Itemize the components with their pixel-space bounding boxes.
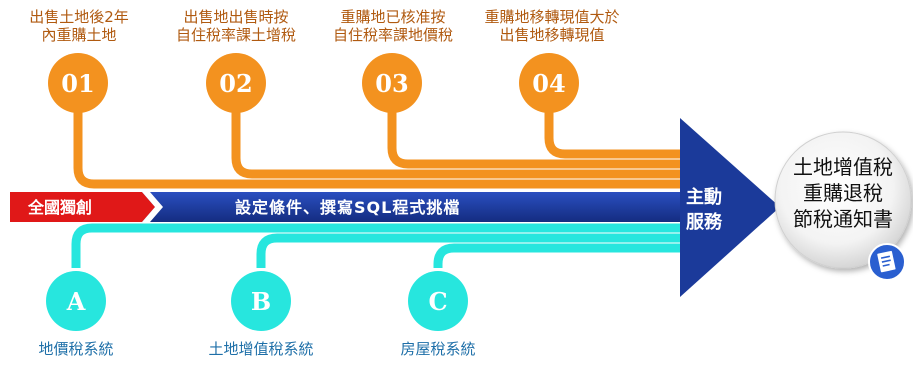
step-caption-04-line-2: 出售地移轉現值 <box>499 26 605 44</box>
step-caption-04-line-1: 重購地移轉現值大於 <box>484 8 620 26</box>
step-caption-02: 出售地出售時按 自住稅率課土增稅 <box>168 8 304 44</box>
feeder-line-03 <box>387 98 690 169</box>
source-circle-c: C <box>408 271 468 331</box>
source-circle-a-label: A <box>66 287 86 316</box>
step-circle-01-label: 01 <box>61 69 94 98</box>
step-circle-04: 04 <box>519 53 579 113</box>
step-circle-03-label: 03 <box>375 69 408 98</box>
source-circle-b-label: B <box>251 287 271 316</box>
banner-band <box>140 192 685 222</box>
orange-feeder-lines <box>73 98 690 189</box>
step-circle-02: 02 <box>206 53 266 113</box>
step-caption-01-line-1: 出售土地後2年 <box>29 8 129 26</box>
source-label-b: 土地增值稅系統 <box>208 340 314 358</box>
feeder-line-04 <box>544 98 690 159</box>
step-circle-04-label: 04 <box>532 69 565 98</box>
feeder-line-c <box>433 243 690 268</box>
feeder-line-01 <box>73 98 690 189</box>
document-icon <box>868 243 906 281</box>
source-circle-a: A <box>46 271 106 331</box>
source-circle-b: B <box>231 271 291 331</box>
feeder-line-a <box>71 223 690 268</box>
step-caption-03-line-1: 重購地已核准按 <box>340 8 446 26</box>
source-label-c: 房屋稅系統 <box>400 340 476 358</box>
banner-tag-edge <box>142 192 163 222</box>
step-caption-03-line-2: 自住稅率課地價稅 <box>332 26 453 44</box>
banner-tag-text: 全國獨創 <box>27 198 92 217</box>
source-label-a: 地價稅系統 <box>38 340 114 358</box>
teal-feeder-lines <box>71 223 690 268</box>
result-line-2: 重購退稅 <box>803 181 883 205</box>
feeder-line-02 <box>231 98 690 179</box>
step-caption-01-line-2: 內重購土地 <box>41 26 117 44</box>
step-caption-01: 出售土地後2年 內重購土地 <box>24 8 134 44</box>
step-caption-03: 重購地已核准按 自住稅率課地價稅 <box>325 8 461 44</box>
step-caption-04: 重購地移轉現值大於 出售地移轉現值 <box>474 8 630 44</box>
source-circle-c-label: C <box>428 287 447 316</box>
banner-tag <box>10 192 155 222</box>
arrow-label-line-2: 服務 <box>686 211 723 233</box>
result-line-1: 土地增值稅 <box>793 155 893 179</box>
banner-text: 設定條件、撰寫SQL程式挑檔 <box>235 198 460 217</box>
step-caption-02-line-1: 出售地出售時按 <box>183 8 289 26</box>
arrow-label-line-1: 主動 <box>686 186 722 208</box>
source-circles: A B C <box>46 271 468 331</box>
result-badge <box>774 131 912 269</box>
step-circle-01: 01 <box>48 53 108 113</box>
service-arrow <box>680 118 780 297</box>
step-circles: 01 02 03 04 <box>48 53 579 113</box>
step-caption-02-line-2: 自住稅率課土增稅 <box>175 26 296 44</box>
result-line-3: 節稅通知書 <box>793 207 893 231</box>
step-circle-02-label: 02 <box>219 69 252 98</box>
feeder-line-b <box>256 233 690 268</box>
step-circle-03: 03 <box>362 53 422 113</box>
